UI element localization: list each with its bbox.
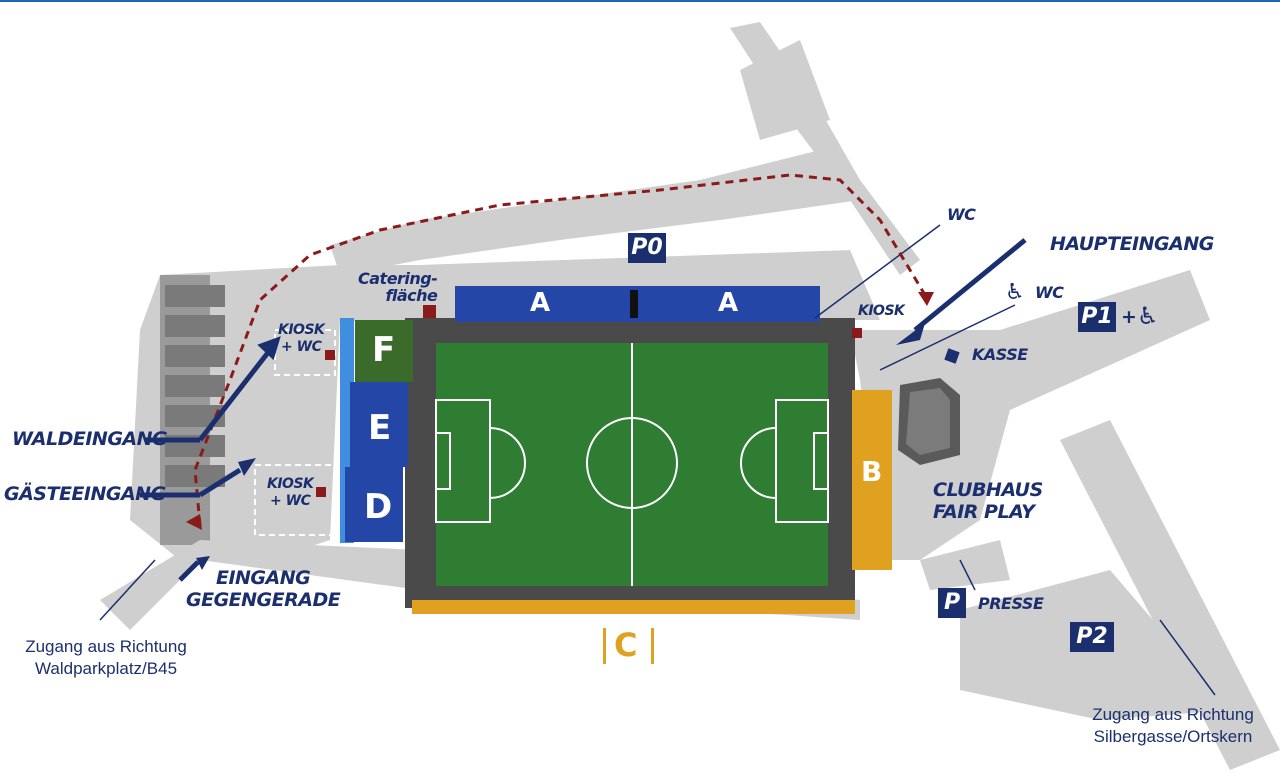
- catering-label: Catering- fläche: [358, 269, 438, 305]
- clubhaus-building: [898, 378, 960, 465]
- kiosk-d-label: KIOSK + WC: [267, 476, 314, 509]
- haupteingang-label: HAUPTEINGANG: [1050, 233, 1214, 255]
- parking-presse-sign: P: [938, 588, 966, 618]
- east-area: [850, 270, 1210, 560]
- p1-wheelchair-icon: ♿: [1137, 302, 1159, 330]
- waldeingang-label: WALDEINGANG: [12, 428, 168, 450]
- stand-d-label: D: [364, 487, 393, 527]
- stand-c-bar-right: [651, 628, 654, 664]
- guest-route: [193, 173, 927, 526]
- leader-lines: [99, 224, 1216, 696]
- kiosk-top-marker: [852, 328, 862, 338]
- accessible-wc-label: WC: [1035, 283, 1064, 302]
- sw-access-path: [110, 560, 190, 630]
- stand-c-bar-left: [603, 628, 606, 664]
- stand-f: [355, 320, 413, 382]
- kiosk-f-marker: [325, 350, 335, 360]
- north-road: [730, 22, 920, 275]
- zugang-east-note: Zugang aus Richtung Silbergasse/Ortskern: [1092, 705, 1254, 746]
- gegengerade-arrowhead: [196, 556, 210, 570]
- pitch-markings: [435, 343, 829, 586]
- presse-area: [920, 540, 1010, 590]
- stand-d: [345, 467, 403, 542]
- haupteingang-arrowhead: [896, 323, 925, 345]
- route-arrow-east: [918, 292, 934, 306]
- kasse-label: KASSE: [972, 345, 1028, 364]
- stand-b: [852, 390, 892, 570]
- clubhaus-label: CLUBHAUS FAIR PLAY: [933, 479, 1043, 523]
- stand-a-left-label: A: [530, 288, 551, 318]
- entrance-arrows: [140, 238, 1027, 582]
- stand-f-label: F: [372, 330, 396, 370]
- stand-e-label: E: [368, 408, 392, 448]
- north-road-fork: [740, 40, 830, 140]
- kasse-marker: [944, 348, 960, 364]
- waldeingang-arrowhead: [257, 336, 281, 361]
- wc-top-label: WC: [947, 205, 976, 224]
- p1-plus-label: +: [1121, 306, 1137, 328]
- top-border: [0, 0, 1280, 2]
- stand-e: [350, 382, 408, 467]
- kiosk-d-marker: [316, 487, 326, 497]
- parking-p2-sign: P2: [1070, 622, 1114, 652]
- wheelchair-icon: ♿: [1005, 280, 1025, 305]
- zugang-west-note: Zugang aus Richtung Waldparkplatz/B45: [25, 637, 187, 678]
- presse-label: PRESSE: [978, 594, 1044, 613]
- stand-a-right-label: A: [718, 288, 739, 318]
- eingang-gegengerade-label: EINGANG GEGENGERADE: [186, 567, 341, 611]
- kiosk-f-label: KIOSK + WC: [278, 322, 325, 355]
- west-parking-rows: [165, 285, 225, 487]
- stand-b-label: B: [861, 455, 883, 488]
- stand-c: [412, 600, 855, 614]
- parking-p1-sign: P1: [1078, 302, 1116, 332]
- parking-p0-sign: P0: [628, 233, 666, 263]
- gaesteeingang-arrowhead: [238, 458, 256, 476]
- route-arrow-west: [186, 514, 202, 530]
- kiosk-top-label: KIOSK: [858, 303, 905, 319]
- catering-kiosk-marker: [423, 305, 436, 318]
- gaesteeingang-label: GÄSTEEINGANG: [4, 483, 166, 505]
- east-road: [1060, 420, 1280, 770]
- stand-c-label: C: [614, 626, 638, 664]
- stand-a-divider: [630, 290, 638, 318]
- kiosk-d-area: [254, 464, 336, 536]
